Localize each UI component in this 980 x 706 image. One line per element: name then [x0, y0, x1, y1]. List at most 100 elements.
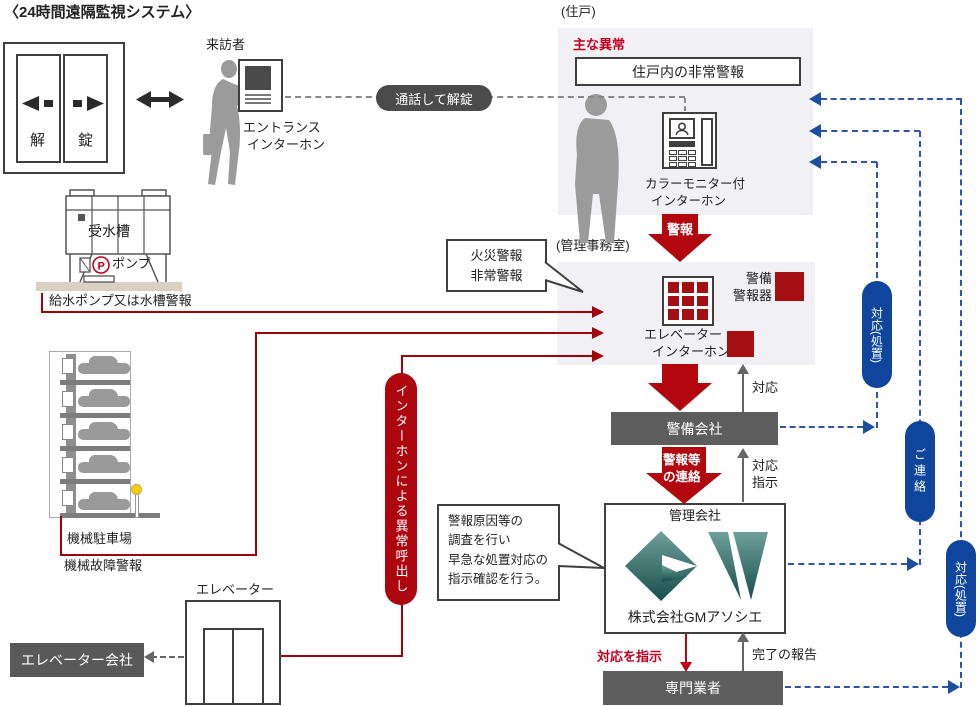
elevator-alarm-arrowhead: [592, 350, 604, 362]
person-on-screen-icon: [675, 122, 689, 136]
water-tank-label: 受水槽: [88, 223, 130, 239]
car-icon: [78, 492, 130, 510]
response-line: [742, 373, 744, 412]
alarm-contact-label-2: の連絡: [663, 470, 701, 484]
completion-report-line: [742, 641, 744, 671]
bubble-line: 非常警報: [470, 268, 523, 284]
elevator-company-arrowhead: [144, 651, 154, 663]
feedback-arrowhead: [809, 124, 821, 138]
parking-light: [131, 484, 142, 495]
entrance-intercom-icon: [238, 59, 283, 112]
pump-label: ポンプ: [112, 256, 151, 271]
residence-alarm-box: 住戸内の非常警報: [575, 57, 801, 86]
response-arrowhead: [737, 364, 749, 374]
visitor-label: 来訪者: [206, 37, 246, 52]
bubble-line: 警報原因等の: [448, 514, 524, 528]
response-instruction-arrowhead: [737, 448, 749, 458]
parking-lift-box: [62, 457, 74, 473]
elevator-alarm-line: [401, 355, 592, 357]
speaker-line: [245, 94, 271, 96]
elevator-alarm-line: [281, 655, 403, 657]
speaker-line: [245, 98, 271, 100]
color-monitor-intercom-icon: [662, 112, 717, 169]
intercom-call-capsule: インターホンによる異常呼出し: [385, 373, 417, 605]
car-icon: [78, 422, 130, 440]
parking-shelf: [60, 413, 130, 418]
parking-lift-box: [62, 490, 74, 506]
water-alarm-label: 給水ポンプ又は水槽警報: [49, 293, 192, 308]
response-instruction-label-1: 対応: [752, 458, 779, 473]
car-icon: [78, 455, 130, 473]
intercom-screen: [669, 118, 695, 139]
car-icon: [78, 356, 130, 374]
completion-report-label: 完了の報告: [752, 647, 818, 662]
elevator-intercom-device-icon: [727, 331, 754, 357]
page-title: 〈24時間遠隔監視システム〉: [4, 4, 201, 21]
double-arrow-icon: [136, 91, 184, 108]
bubble-line: 調査を行い: [448, 533, 511, 548]
security-device-label-2: 警報器: [732, 288, 772, 303]
parking-shelf: [60, 380, 130, 385]
parking-lift-box: [62, 358, 74, 374]
parking-alarm-line: [60, 554, 256, 556]
alarm-down-arrow-2: [648, 364, 712, 411]
parking-light-pole: [135, 492, 139, 518]
feedback-arrowhead: [809, 155, 821, 169]
visitor-silhouette-icon: [203, 60, 251, 185]
door-lock-label: 錠: [78, 132, 94, 149]
response-instruction-line: [742, 457, 744, 502]
management-contact-arrowhead: [907, 557, 919, 571]
color-monitor-label-1: カラーモニター付: [645, 177, 746, 191]
instruct-response-arrowhead: [680, 662, 692, 672]
water-alarm-arrowhead: [592, 306, 604, 318]
specialist-response-line: [785, 686, 948, 688]
response-instruction-label-2: 指示: [752, 475, 779, 490]
parking-ground: [60, 513, 160, 518]
door-open-right-arrow-icon: [73, 96, 104, 111]
car-icon: [78, 389, 130, 407]
elevator-door-split: [232, 630, 234, 703]
elevator-company-bar: エレベーター会社: [10, 643, 144, 677]
resident-silhouette-icon: [575, 94, 619, 243]
feedback-line-middle: [919, 131, 921, 565]
entrance-intercom-label-1: エントランス: [243, 120, 321, 135]
feedback-line-outer: [960, 99, 962, 688]
door-open-left-arrow-icon: [22, 96, 53, 111]
pump-symbol: P: [98, 261, 105, 273]
feedback-arrowhead: [809, 92, 821, 106]
parking-alarm-label: 機械故障警報: [64, 558, 143, 573]
specialist-response-arrowhead: [948, 680, 960, 694]
alarm-arrow-label: 警報: [667, 222, 694, 237]
residence-section-label: (住戸): [561, 4, 596, 19]
parking-shelf: [60, 446, 130, 451]
fire-alarm-bubble: 火災警報 非常警報: [446, 239, 547, 292]
main-abnormal-label: 主な異常: [573, 37, 626, 52]
management-contact-line: [788, 563, 907, 565]
security-to-residence-arrowhead: [863, 420, 875, 434]
water-tank-icon: P: [36, 189, 182, 291]
water-alarm-line: [41, 293, 43, 312]
parking-label: 機械駐車場: [67, 531, 133, 546]
bubble-line: 指示確認を行う。: [448, 572, 548, 587]
contact-capsule: ご連絡: [905, 421, 935, 522]
color-monitor-label-2: インターホン: [651, 194, 727, 208]
specialist-bar: 専門業者: [603, 671, 783, 705]
entrance-intercom-label-2: インターホン: [247, 137, 326, 152]
investigation-bubble-tail: [557, 542, 605, 569]
elevator-alarm-line: [401, 355, 403, 374]
intercom-handset: [701, 118, 713, 166]
bubble-line: 早急な処置対応の: [448, 552, 549, 567]
water-alarm-line: [41, 311, 592, 313]
parking-shelf: [60, 479, 130, 484]
response-label: 対応: [752, 380, 779, 395]
elevator-company-line: [151, 656, 184, 658]
parking-alarm-line: [60, 516, 62, 556]
feedback-line-inner: [821, 161, 877, 163]
intercom-speaker-bar: [669, 141, 695, 147]
fire-alarm-bubble-tail: [544, 261, 584, 293]
parking-alarm-line: [255, 332, 592, 334]
response-action-capsule-top: 対応(処置): [862, 281, 892, 388]
instruct-response-line: [685, 634, 687, 664]
parking-alarm-line: [255, 333, 257, 556]
